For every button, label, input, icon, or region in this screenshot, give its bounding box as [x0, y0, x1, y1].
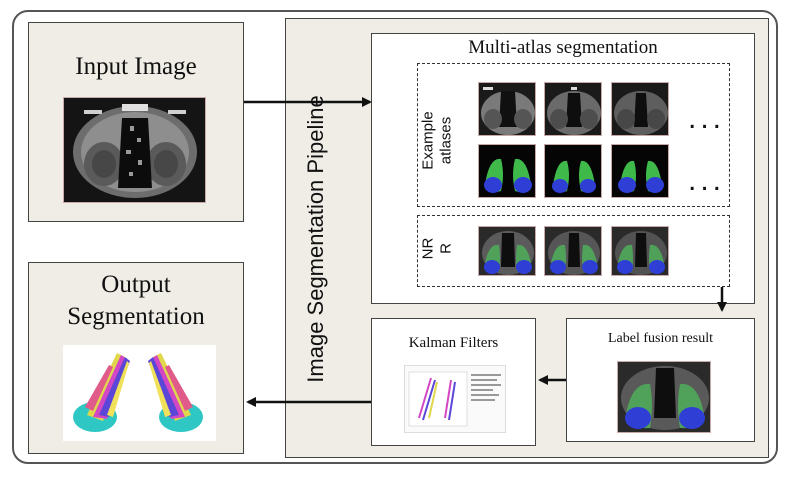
atlas-image-3	[611, 82, 669, 136]
nrr-label-line1: NR	[419, 237, 437, 260]
label-fusion-image	[617, 361, 711, 433]
pipeline-label: Image Segmentation Pipeline	[303, 95, 328, 383]
output-title-line1: Output	[101, 271, 171, 298]
atlas-image-1	[478, 82, 536, 136]
output-title-line2: Segmentation	[67, 303, 205, 330]
nrr-image-1	[478, 226, 536, 276]
ellipsis-row2: ...	[688, 164, 726, 197]
output-3d-render	[63, 345, 216, 441]
input-image-title: Input Image	[75, 53, 197, 80]
nrr-group	[417, 215, 730, 287]
nrr-image-2	[544, 226, 602, 276]
kalman-filters-thumbnail	[404, 365, 506, 433]
example-label-line2: atlases	[437, 116, 455, 165]
atlas-image-2	[544, 82, 602, 136]
example-atlases-group	[417, 63, 730, 207]
multi-atlas-title: Multi-atlas segmentation	[468, 37, 658, 58]
output-segmentation-panel: Output Segmentation	[28, 262, 244, 454]
nrr-label-line2: R	[437, 243, 455, 254]
atlas-label-1	[478, 144, 536, 198]
input-ct-image	[63, 97, 206, 203]
example-label-line1: Example	[419, 111, 437, 170]
atlas-label-3	[611, 144, 669, 198]
nrr-image-3	[611, 226, 669, 276]
ellipsis-row1: ...	[688, 102, 726, 135]
label-fusion-panel: Label fusion result	[566, 318, 755, 442]
label-fusion-title: Label fusion result	[608, 331, 713, 346]
kalman-filters-title: Kalman Filters	[408, 335, 499, 351]
kalman-filters-panel: Kalman Filters	[371, 318, 536, 446]
input-image-panel: Input Image	[28, 22, 244, 222]
atlas-label-2	[544, 144, 602, 198]
